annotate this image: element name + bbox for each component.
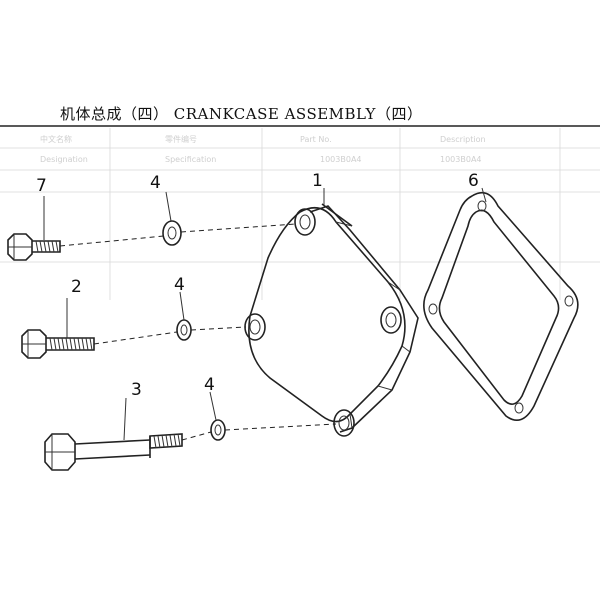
callout-3: 3: [131, 380, 142, 400]
part-4-washer-bottom: [210, 419, 226, 441]
assembly-guide-lines: [59, 223, 337, 441]
bleed-through-background: 中文名称 零件编号 Part No. Description Designati…: [0, 128, 600, 300]
callout-7: 7: [36, 176, 47, 196]
leader-lines: [43, 187, 487, 441]
svg-text:Part No.: Part No.: [300, 135, 332, 144]
svg-text:零件编号: 零件编号: [165, 134, 197, 144]
part-4-washer-top: [162, 220, 182, 246]
callout-1: 1: [312, 171, 323, 191]
callout-4-bottom: 4: [204, 375, 215, 395]
callout-2: 2: [71, 277, 82, 297]
svg-text:中文名称: 中文名称: [40, 134, 72, 144]
callout-4-middle: 4: [174, 275, 185, 295]
page-title: 机体总成（四） CRANKCASE ASSEMBLY（四）: [60, 105, 423, 123]
callout-6: 6: [468, 171, 479, 191]
callout-4-top: 4: [150, 173, 161, 193]
svg-text:Designation: Designation: [40, 155, 88, 164]
part-2-hex-bolt: [21, 329, 95, 359]
part-4-washer-middle: [176, 319, 192, 341]
svg-text:1003B0A4: 1003B0A4: [320, 155, 362, 164]
svg-text:1003B0A4: 1003B0A4: [440, 155, 482, 164]
svg-text:Description: Description: [440, 135, 486, 144]
part-6-gasket: [423, 191, 579, 422]
part-7-hex-bolt: [7, 233, 61, 261]
part-3-hex-bolt: [44, 433, 183, 471]
part-1-crankcase-cover: [244, 203, 419, 437]
svg-text:Specification: Specification: [165, 155, 216, 164]
